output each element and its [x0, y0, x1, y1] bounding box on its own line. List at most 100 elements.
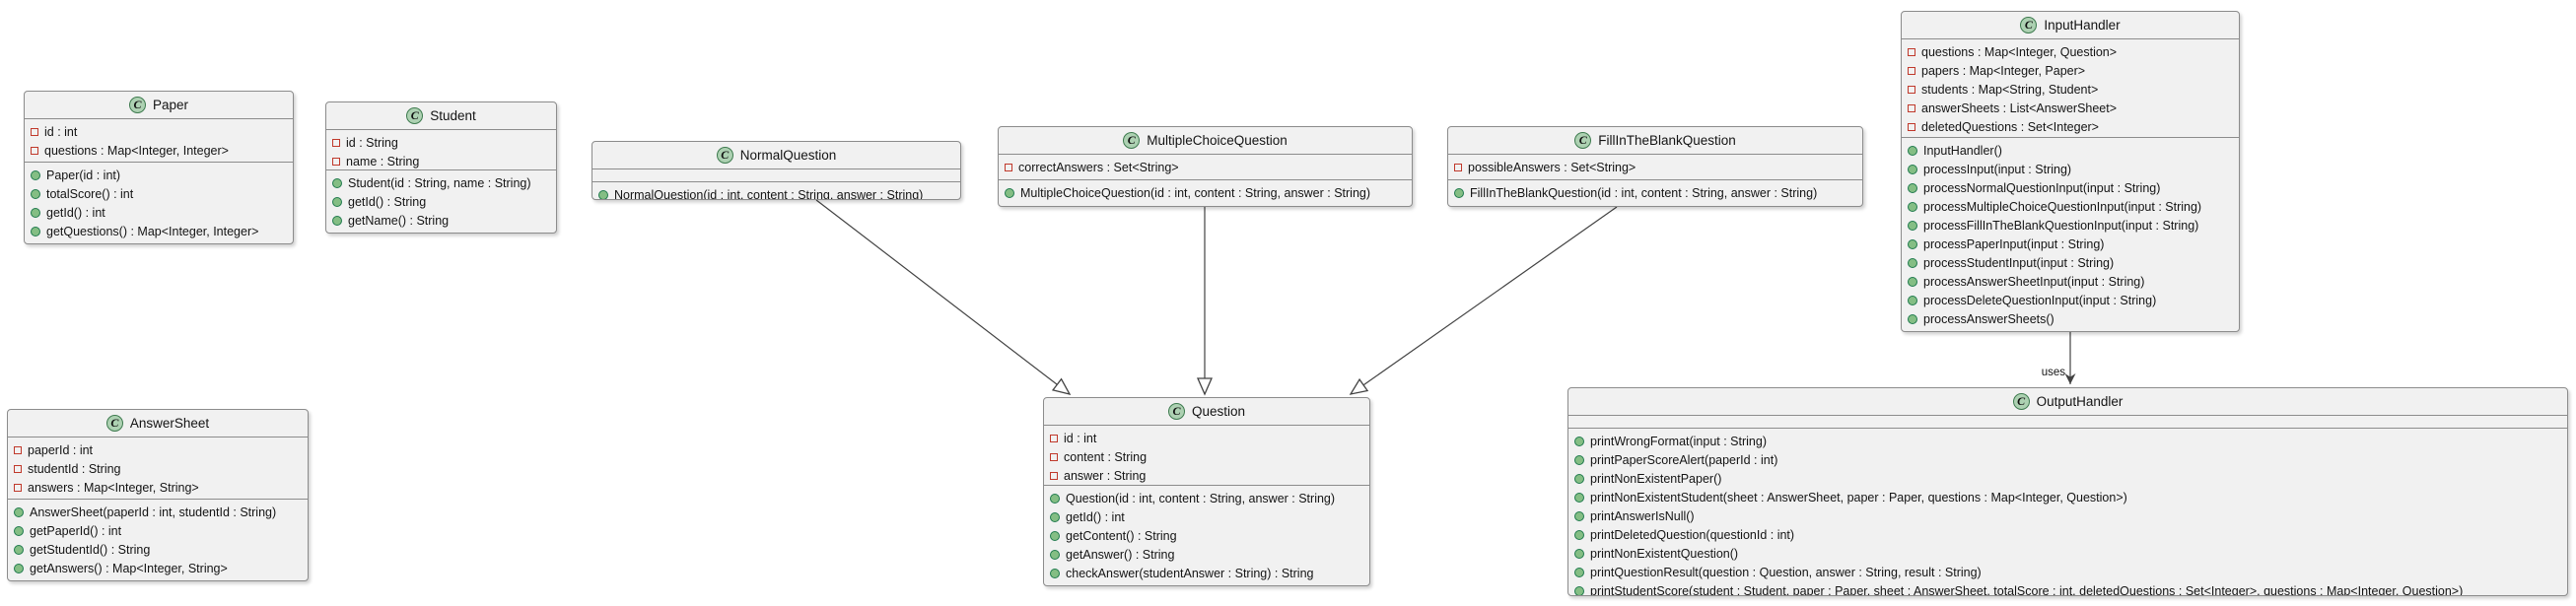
public-method-icon: [1574, 492, 1584, 503]
field-row: correctAnswers : Set<String>: [1005, 158, 1406, 176]
private-field-icon: [332, 157, 340, 166]
method-signature: printStudentScore(student : Student, pap…: [1590, 583, 2464, 596]
method-signature: printQuestionResult(question : Question,…: [1590, 565, 1982, 579]
method-signature: FillInTheBlankQuestion(id : int, content…: [1470, 185, 1818, 200]
method-signature: Student(id : String, name : String): [348, 175, 531, 190]
field-signature: name : String: [346, 154, 420, 168]
method-row: printPaperScoreAlert(paperId : int): [1574, 450, 2561, 469]
method-row: processStudentInput(input : String): [1908, 253, 2233, 272]
method-signature: MultipleChoiceQuestion(id : int, content…: [1020, 185, 1371, 200]
method-row: processMultipleChoiceQuestionInput(input…: [1908, 197, 2233, 216]
public-method-icon: [14, 506, 24, 517]
method-row: processDeleteQuestionInput(input : Strin…: [1908, 291, 2233, 309]
methods-compartment: Question(id : int, content : String, ans…: [1044, 486, 1369, 585]
method-signature: Paper(id : int): [46, 168, 121, 182]
method-signature: getId() : int: [1066, 509, 1125, 524]
public-method-icon: [14, 563, 24, 573]
class-name: OutputHandler: [2036, 394, 2123, 409]
public-method-icon: [1574, 548, 1584, 559]
private-field-icon: [14, 464, 22, 473]
field-signature: questions : Map<Integer, Integer>: [44, 143, 229, 158]
public-method-icon: [1908, 145, 1917, 156]
private-field-icon: [1050, 471, 1058, 480]
field-row: content : String: [1050, 447, 1363, 466]
fields-compartment: correctAnswers : Set<String>: [999, 155, 1412, 180]
private-field-icon: [1050, 434, 1058, 442]
private-field-icon: [14, 445, 22, 454]
method-row: processInput(input : String): [1908, 160, 2233, 178]
method-row: getId() : int: [1050, 507, 1363, 526]
field-signature: paperId : int: [28, 442, 94, 457]
class-stereotype-icon: C: [716, 147, 733, 164]
method-row: getAnswer() : String: [1050, 545, 1363, 564]
field-row: paperId : int: [14, 440, 302, 459]
field-row: id : String: [332, 133, 550, 152]
fields-compartment: id : String name : String: [326, 130, 556, 170]
public-method-icon: [1574, 510, 1584, 521]
method-row: getPaperId() : int: [14, 521, 302, 540]
method-row: Student(id : String, name : String): [332, 173, 550, 192]
private-field-icon: [1005, 163, 1012, 171]
public-method-icon: [1908, 257, 1917, 268]
method-row: printNonExistentQuestion(): [1574, 544, 2561, 563]
public-method-icon: [332, 215, 342, 226]
field-signature: id : String: [346, 135, 398, 150]
method-signature: processNormalQuestionInput(input : Strin…: [1923, 180, 2161, 195]
public-method-icon: [598, 189, 608, 199]
fields-compartment: [1568, 416, 2567, 429]
method-row: printQuestionResult(question : Question,…: [1574, 563, 2561, 581]
method-row: getContent() : String: [1050, 526, 1363, 545]
private-field-icon: [1908, 103, 1915, 112]
method-signature: processPaperInput(input : String): [1923, 236, 2105, 251]
field-row: id : int: [1050, 429, 1363, 447]
method-row: processAnswerSheetInput(input : String): [1908, 272, 2233, 291]
method-signature: processAnswerSheets(): [1923, 311, 2054, 326]
field-signature: questions : Map<Integer, Question>: [1921, 44, 2118, 59]
method-signature: processInput(input : String): [1923, 162, 2072, 176]
field-signature: id : int: [1064, 431, 1097, 445]
field-signature: deletedQuestions : Set<Integer>: [1921, 119, 2099, 134]
field-row: possibleAnswers : Set<String>: [1454, 158, 1856, 176]
class-name: FillInTheBlankQuestion: [1598, 133, 1736, 148]
method-row: checkAnswer(studentAnswer : String) : St…: [1050, 564, 1363, 582]
public-method-icon: [1574, 567, 1584, 577]
class-stereotype-icon: C: [128, 97, 146, 113]
method-signature: printAnswerIsNull(): [1590, 508, 1695, 523]
class-title: C Paper: [25, 92, 293, 119]
method-signature: printPaperScoreAlert(paperId : int): [1590, 452, 1778, 467]
class-name: InputHandler: [2044, 18, 2121, 33]
field-row: deletedQuestions : Set<Integer>: [1908, 117, 2233, 136]
method-row: getName() : String: [332, 211, 550, 230]
method-signature: printWrongFormat(input : String): [1590, 434, 1767, 448]
private-field-icon: [31, 127, 38, 136]
class-name: MultipleChoiceQuestion: [1147, 133, 1288, 148]
method-signature: getAnswer() : String: [1066, 547, 1175, 562]
public-method-icon: [1574, 529, 1584, 540]
field-row: questions : Map<Integer, Question>: [1908, 42, 2233, 61]
method-row: getStudentId() : String: [14, 540, 302, 559]
method-signature: InputHandler(): [1923, 143, 2002, 158]
method-row: getAnswers() : Map<Integer, String>: [14, 559, 302, 577]
edge-label: uses: [2042, 367, 2066, 378]
methods-compartment: FillInTheBlankQuestion(id : int, content…: [1448, 180, 1862, 206]
method-signature: getStudentId() : String: [30, 542, 151, 557]
field-signature: answers : Map<Integer, String>: [28, 480, 199, 495]
fields-compartment: questions : Map<Integer, Question>papers…: [1902, 39, 2239, 138]
field-row: studentId : String: [14, 459, 302, 478]
class-name: Paper: [152, 98, 189, 112]
method-row: FillInTheBlankQuestion(id : int, content…: [1454, 183, 1856, 202]
method-signature: getContent() : String: [1066, 528, 1177, 543]
public-method-icon: [1050, 493, 1060, 504]
public-method-icon: [1574, 454, 1584, 465]
